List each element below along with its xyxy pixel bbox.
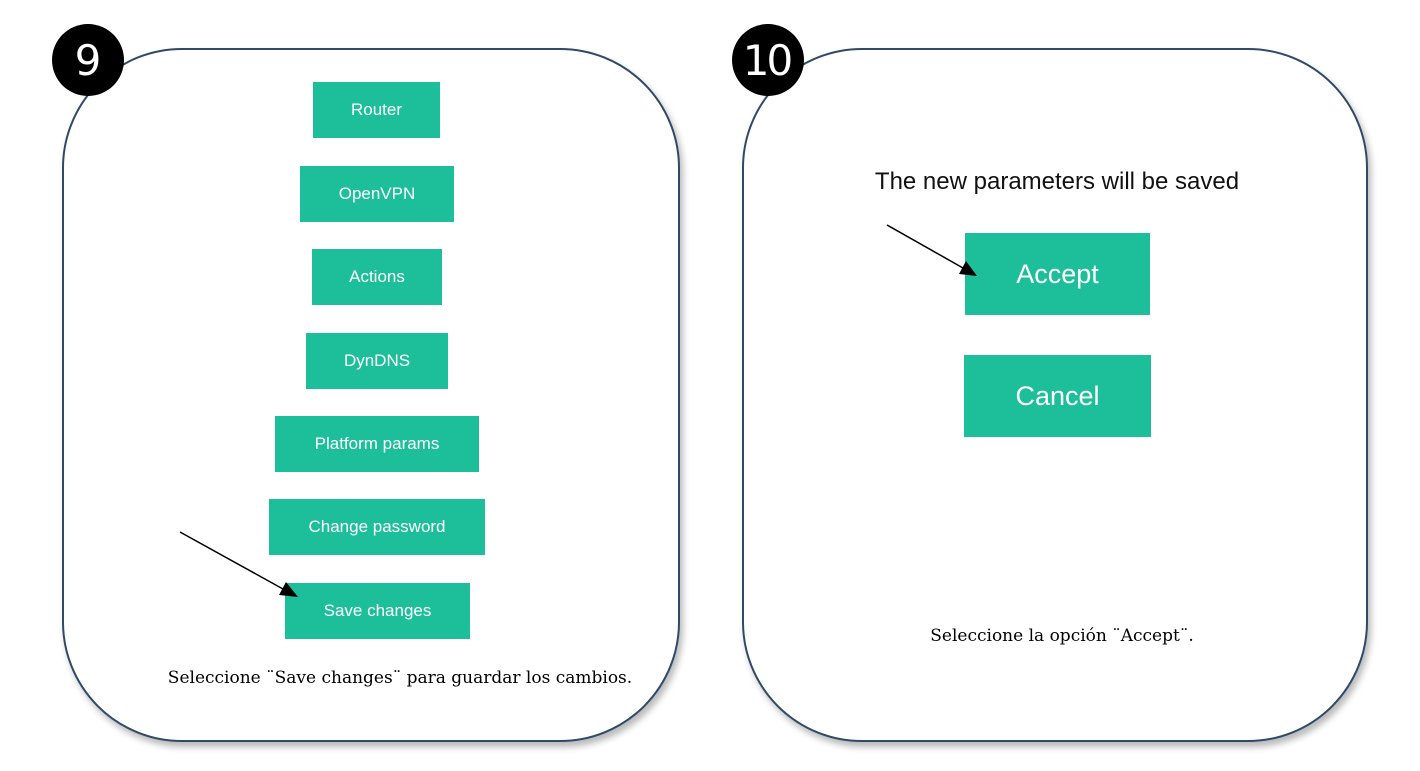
step-9-number: 9 — [74, 35, 102, 85]
router-button[interactable]: Router — [313, 82, 440, 138]
step-10-caption: Seleccione la opción ¨Accept¨. — [930, 626, 1194, 646]
step-10-number: 10 — [742, 35, 793, 85]
openvpn-button[interactable]: OpenVPN — [300, 166, 454, 222]
step-10-badge: 10 — [732, 24, 804, 96]
cancel-button[interactable]: Cancel — [964, 355, 1151, 437]
save-confirmation-message: The new parameters will be saved — [874, 168, 1240, 195]
platform-params-button[interactable]: Platform params — [275, 416, 479, 472]
actions-button[interactable]: Actions — [312, 249, 442, 305]
accept-button[interactable]: Accept — [965, 233, 1150, 315]
change-password-button[interactable]: Change password — [269, 499, 485, 555]
step-9-caption: Seleccione ¨Save changes¨ para guardar l… — [167, 668, 633, 688]
save-changes-button[interactable]: Save changes — [285, 583, 470, 639]
step-9-badge: 9 — [52, 24, 124, 96]
dyndns-button[interactable]: DynDNS — [306, 333, 448, 389]
